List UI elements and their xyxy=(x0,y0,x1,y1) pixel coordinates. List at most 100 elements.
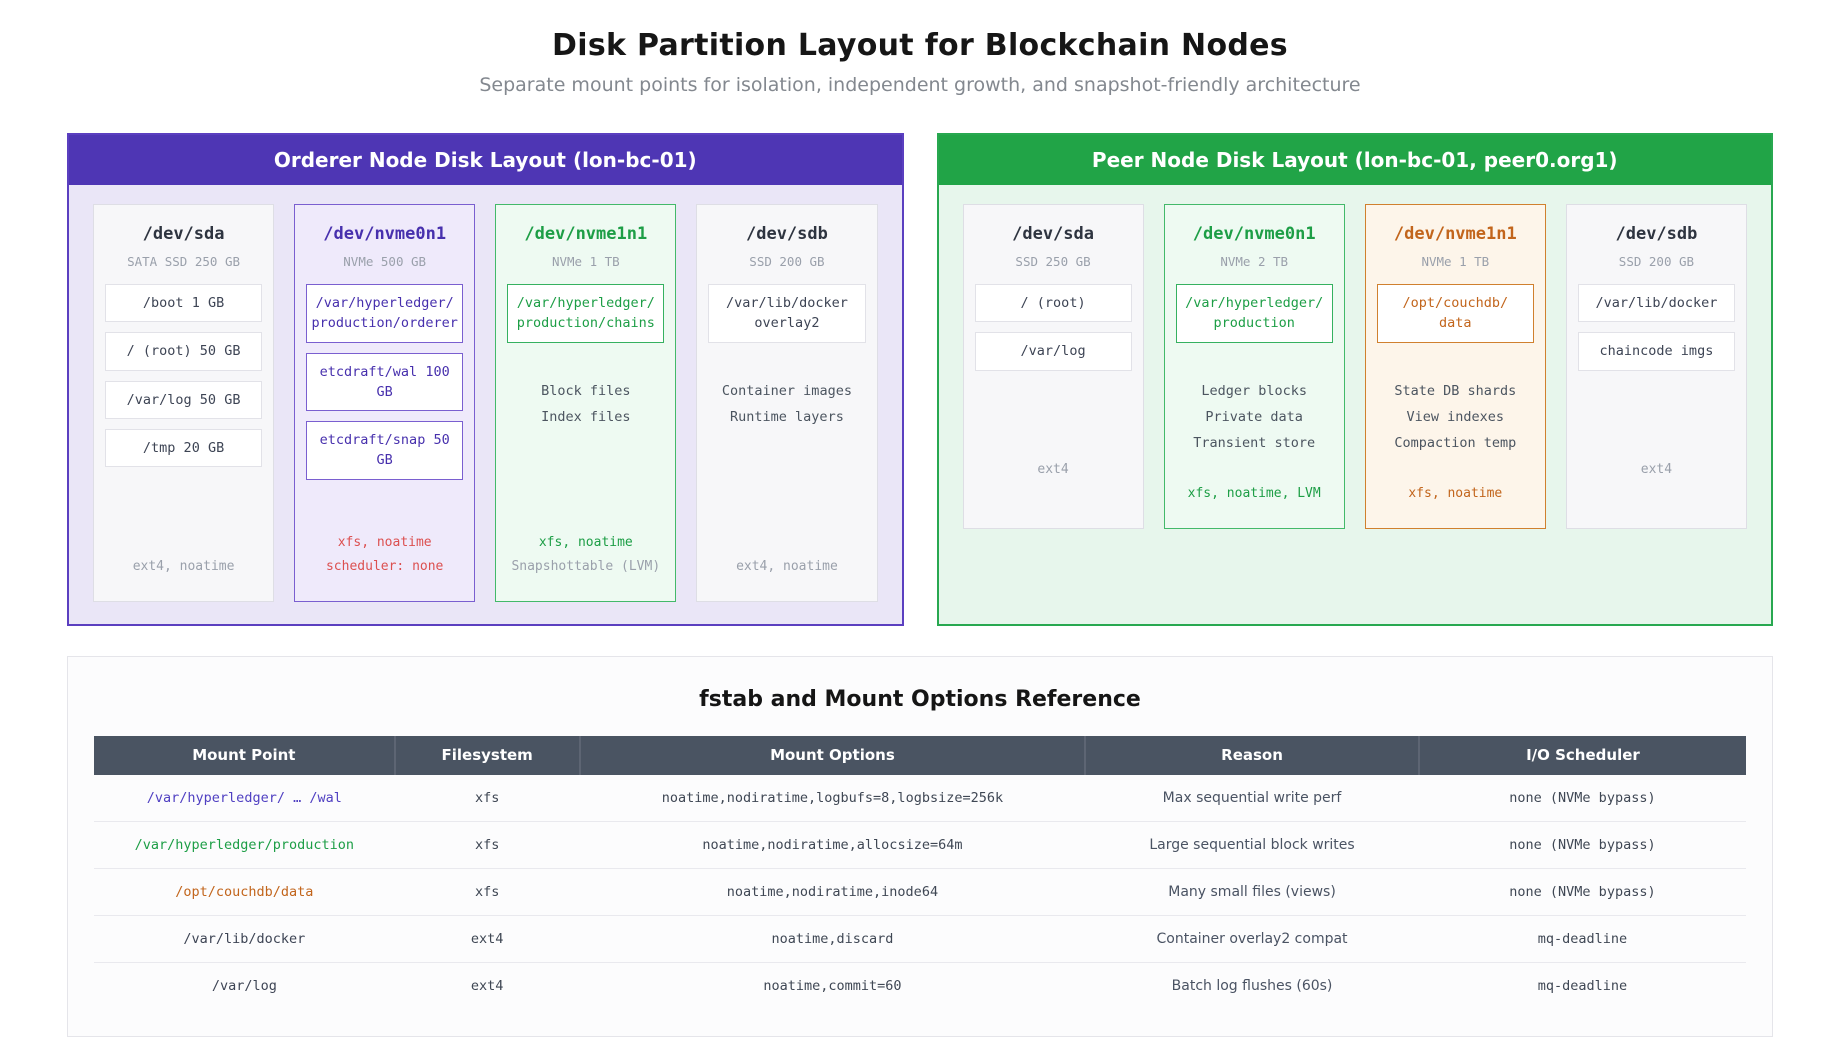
cell-reason: Batch log flushes (60s) xyxy=(1171,978,1333,995)
cell-mount-options: noatime,discard xyxy=(579,915,1086,963)
panels-row: Orderer Node Disk Layout (lon-bc-01) /de… xyxy=(67,133,1773,626)
table-title: fstab and Mount Options Reference xyxy=(699,686,1141,712)
disk-footer: xfs, noatime xyxy=(337,534,432,550)
disk-partitions: /opt/couchdb/ data xyxy=(1376,284,1534,353)
disk-device: /dev/sda xyxy=(142,224,225,244)
disk-footers: xfs, noatime scheduler: none xyxy=(306,510,463,587)
disk-spec: NVMe 500 GB xyxy=(343,254,427,269)
disk-partitions: /var/hyperledger/ production/orderer etcd… xyxy=(306,284,464,490)
disk-footers: ext4, noatime xyxy=(708,534,865,587)
disk-note: Runtime layers xyxy=(730,408,844,425)
partition-box: etcdraft/snap 50 GB xyxy=(306,421,464,480)
disk-footer: ext4, noatime xyxy=(132,558,235,574)
cell-mount-point: /opt/couchdb/data xyxy=(94,868,395,916)
panel-header: Orderer Node Disk Layout (lon-bc-01) xyxy=(69,135,902,185)
disk-note: Block files xyxy=(541,382,631,399)
cell-io-scheduler: none (NVMe bypass) xyxy=(1418,868,1746,916)
partition-box: /opt/couchdb/ data xyxy=(1376,284,1534,343)
disk-note: View indexes xyxy=(1406,408,1505,425)
disk-note: Transient store xyxy=(1193,434,1316,451)
disk-spec: SSD 200 GB xyxy=(749,254,825,269)
disk-note: Container images xyxy=(721,382,852,399)
cell-io-scheduler: none (NVMe bypass) xyxy=(1418,821,1746,869)
disk-footer: xfs, noatime xyxy=(538,534,633,550)
partition-box: / (root) 50 GB xyxy=(105,332,263,371)
page-title: Disk Partition Layout for Blockchain Nod… xyxy=(552,28,1288,63)
disk-card: /dev/nvme0n1 NVMe 2 TB /var/hyperledger/… xyxy=(1163,204,1345,529)
disk-spec: SSD 200 GB xyxy=(1618,254,1695,269)
disk-footer: scheduler: none xyxy=(325,558,444,574)
disk-card: /dev/sdb SSD 200 GB /var/lib/docker chain… xyxy=(1565,204,1747,529)
disk-footer: ext4 xyxy=(1640,461,1673,477)
disk-card: /dev/sda SATA SSD 250 GB /boot 1 GB/ (ro… xyxy=(93,204,275,602)
disk-device: /dev/nvme1n1 xyxy=(1393,224,1517,244)
disk-footers: xfs, noatime xyxy=(1377,461,1534,514)
column-header-mount-options: Mount Options xyxy=(579,735,1087,775)
partition-box: etcdraft/wal 100 GB xyxy=(306,352,464,411)
disk-note: State DB shards xyxy=(1394,382,1517,399)
cell-reason: Many small files (views) xyxy=(1085,868,1419,916)
cell-mount-options: noatime,nodiratime,logbufs=8,logbsize=25… xyxy=(579,774,1086,822)
panel-title: Peer Node Disk Layout (lon-bc-01, peer0.… xyxy=(1091,148,1618,172)
disk-footers: ext4 xyxy=(1578,437,1735,490)
panel-body: /dev/sda SATA SSD 250 GB /boot 1 GB/ (ro… xyxy=(69,185,902,624)
column-header-filesystem: Filesystem xyxy=(394,735,581,775)
disk-spec: SSD 250 GB xyxy=(1015,254,1091,269)
disk-partitions: /var/hyperledger/ production/chains xyxy=(507,284,665,353)
disk-partitions: /var/hyperledger/ production xyxy=(1175,284,1333,353)
partition-box: /var/hyperledger/ production xyxy=(1175,284,1333,343)
disk-spec: NVMe 1 TB xyxy=(551,254,620,269)
disk-footer: Snapshottable (LVM) xyxy=(511,558,661,574)
disk-partitions: /var/lib/docker chaincode imgs xyxy=(1577,284,1735,381)
disk-device: /dev/sda xyxy=(1012,224,1094,244)
disk-note: Index files xyxy=(541,408,631,425)
cell-io-scheduler: none (NVMe bypass) xyxy=(1418,774,1746,822)
disk-footer: xfs, noatime, LVM xyxy=(1187,485,1321,501)
cell-mount-options: noatime,nodiratime,inode64 xyxy=(579,868,1086,916)
cell-mount-point: /var/hyperledger/production xyxy=(94,821,395,869)
panel-title: Orderer Node Disk Layout (lon-bc-01) xyxy=(273,148,697,172)
partition-box: / (root) xyxy=(974,284,1132,323)
disk-partitions: /boot 1 GB/ (root) 50 GB/var/log 50 GB/t… xyxy=(105,284,263,477)
disk-spec: NVMe 2 TB xyxy=(1220,254,1289,269)
cell-reason: Container overlay2 compat xyxy=(1085,915,1419,963)
disk-note: Compaction temp xyxy=(1394,434,1517,451)
disk-card: /dev/nvme1n1 NVMe 1 TB /var/hyperledger/… xyxy=(495,204,677,602)
cell-mount-point: /var/hyperledger/ … /wal xyxy=(94,774,395,822)
cell-io-scheduler: mq-deadline xyxy=(1418,915,1746,963)
column-header-io-scheduler: I/O Scheduler xyxy=(1418,735,1746,775)
fstab-reference-section: fstab and Mount Options Reference Mount … xyxy=(67,655,1773,1037)
cell-mount-options: noatime,commit=60 xyxy=(763,978,902,995)
cell-filesystem: ext4 xyxy=(470,978,504,995)
disk-note: Ledger blocks xyxy=(1201,382,1308,399)
cell-io-scheduler: mq-deadline xyxy=(1537,978,1628,995)
partition-box: chaincode imgs xyxy=(1577,332,1735,371)
cell-filesystem: xfs xyxy=(394,774,580,822)
disk-note: Private data xyxy=(1205,408,1303,425)
panel-body: /dev/sda SSD 250 GB / (root)/var/log ext… xyxy=(939,185,1772,551)
partition-box: /var/log 50 GB xyxy=(105,380,263,419)
partition-box: /var/hyperledger/ production/orderer xyxy=(306,284,464,343)
node-disk-panel: Orderer Node Disk Layout (lon-bc-01) /de… xyxy=(67,133,904,626)
table-header-row: Mount Point Filesystem Mount Options Rea… xyxy=(94,735,1746,775)
disk-device: /dev/nvme0n1 xyxy=(323,224,447,244)
disk-footer: xfs, noatime xyxy=(1408,485,1503,501)
page-subtitle: Separate mount points for isolation, ind… xyxy=(479,74,1361,96)
disk-device: /dev/nvme0n1 xyxy=(1192,224,1316,244)
disk-footer: ext4 xyxy=(1037,461,1069,477)
cell-reason: Large sequential block writes xyxy=(1085,821,1419,869)
fstab-table: Mount Point Filesystem Mount Options Rea… xyxy=(94,735,1746,1010)
partition-box: /var/lib/docker xyxy=(1577,284,1735,323)
disk-device: /dev/sdb xyxy=(1615,224,1698,244)
partition-box: /var/hyperledger/ production/chains xyxy=(507,284,665,343)
cell-mount-options: noatime,nodiratime,allocsize=64m xyxy=(579,821,1086,869)
